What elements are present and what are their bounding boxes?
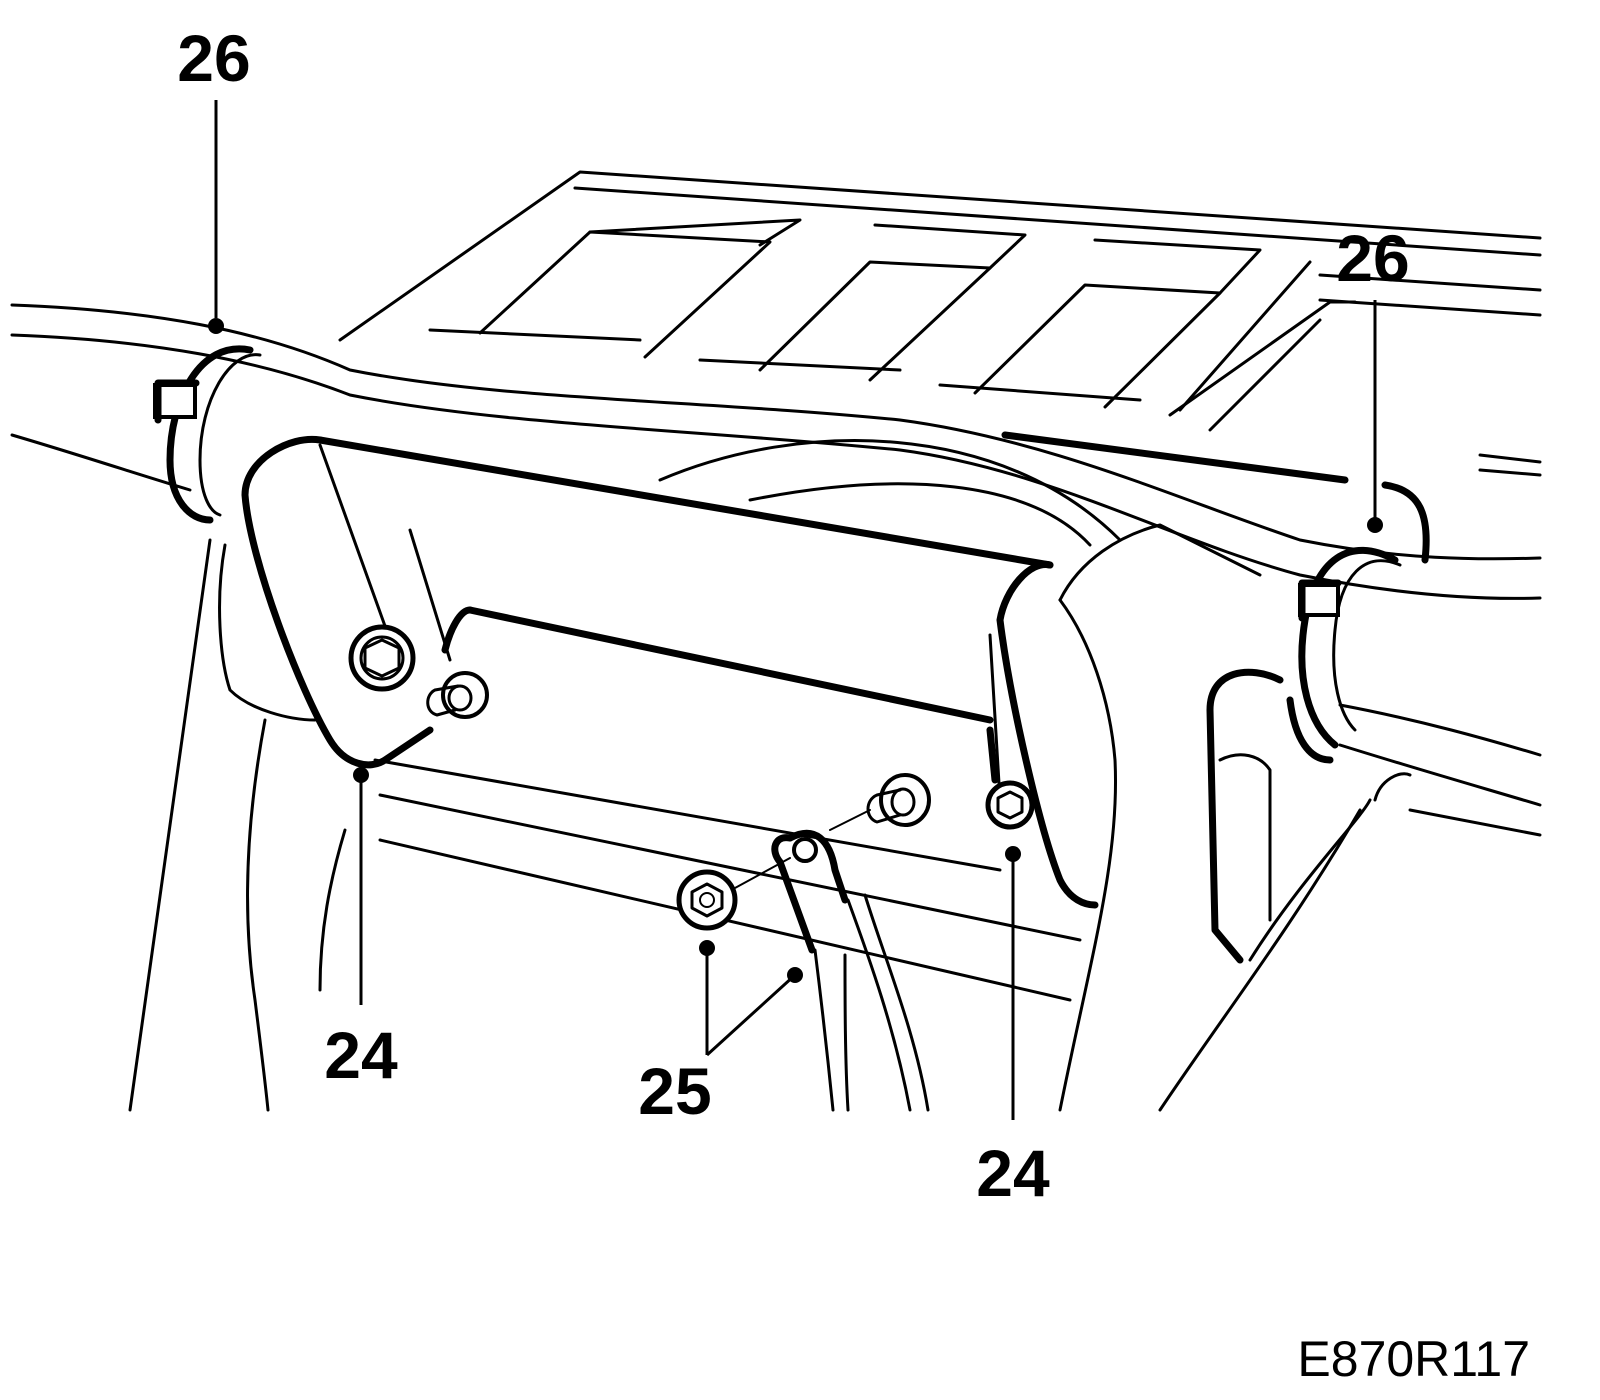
leader-lines: [208, 100, 1383, 1120]
stud-center: [866, 773, 931, 827]
cable-tie-left: [153, 345, 262, 524]
stud-left: [426, 671, 489, 719]
mounting-bracket: [128, 435, 1542, 1112]
cable-tie-right: [1298, 481, 1430, 749]
bolt-right: [985, 780, 1035, 830]
bolt-left: [348, 624, 416, 692]
figure-code: E870R117: [1297, 1331, 1530, 1387]
fasteners: [348, 624, 1035, 931]
callout-24-left: 24: [324, 1018, 398, 1092]
ground-cable: [771, 829, 930, 1112]
ground-nut: [676, 869, 738, 931]
cable-harness: [10, 303, 1542, 807]
louvered-panel: [338, 170, 1542, 484]
callout-26-left: 26: [177, 21, 251, 95]
callout-25: 25: [638, 1054, 712, 1128]
callout-26-right: 26: [1336, 221, 1410, 295]
callout-24-right: 24: [976, 1136, 1050, 1210]
assembly-axis: [829, 809, 871, 831]
